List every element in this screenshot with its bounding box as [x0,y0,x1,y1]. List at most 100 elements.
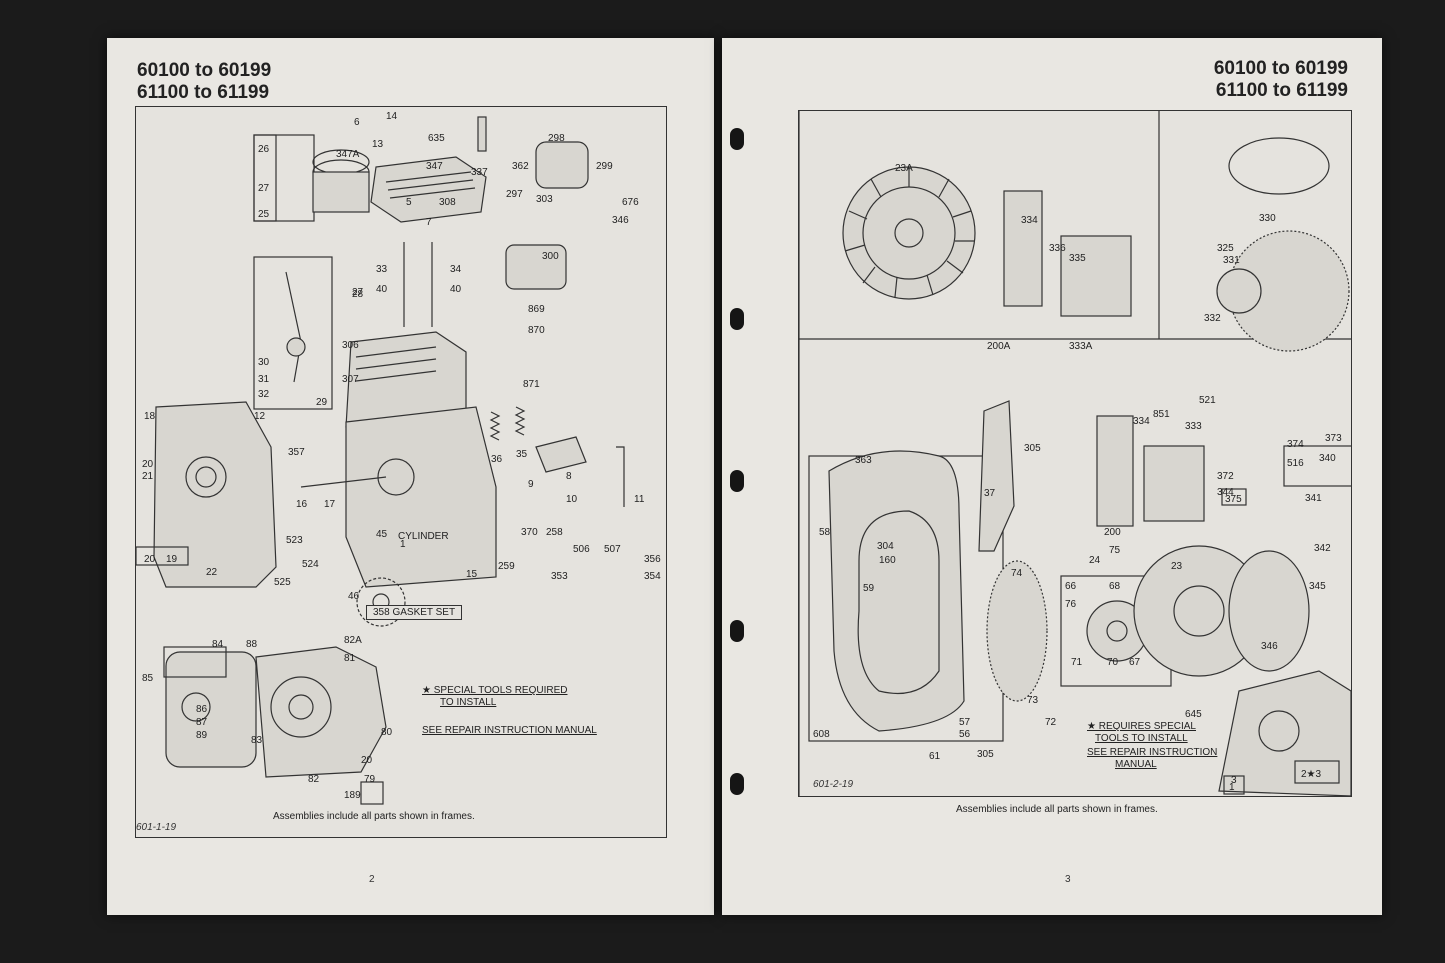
part-label: 73 [1027,695,1039,706]
part-label: 336 [1049,243,1066,254]
part-label: 298 [548,133,565,144]
part-label: 308 [439,197,456,208]
part-label: 27 [258,183,270,194]
part-label: 347 [426,161,443,172]
part-label: 342 [1314,543,1331,554]
part-label: 307 [342,374,359,385]
part-label: 200A [987,341,1011,352]
part-label: 305 [977,749,994,760]
part-label: 88 [246,639,258,650]
figure-caption: Assemblies include all parts shown in fr… [273,811,475,822]
part-label: 27 [352,287,364,298]
part-label-box: 871 [523,379,540,390]
engine-exploded-diagram: 26 27 25 6 347A 14 13 347 635 337 362 29… [135,111,661,805]
part-label: 506 [573,544,590,555]
page-number: 3 [1065,874,1071,885]
part-label: 89 [196,730,208,741]
part-label: 70 [1107,657,1119,668]
part-label: 14 [386,111,398,122]
gasket-set-label: 358 GASKET SET [366,605,463,620]
part-label: 61 [929,751,941,762]
part-label: 23A [895,163,913,174]
model-range-right: 60100 to 60199 61100 to 61199 [1214,58,1348,102]
part-label: 373 [1325,433,1342,444]
part-label: 362 [512,161,529,172]
exploded-view-frame-left: 26 27 25 6 347A 14 13 347 635 337 362 29… [135,106,667,838]
part-label: 81 [344,653,356,664]
part-label: 507 [604,544,621,555]
part-label: 35 [516,449,528,460]
part-label-box: 375 [1225,494,1242,505]
part-label: 297 [506,189,523,200]
special-tools-note: ★ REQUIRES SPECIAL TOOLS TO INSTALL [1087,721,1196,744]
part-label-box: 160 [879,555,896,566]
drawing-code: 601-1-19 [136,822,177,833]
part-label: 299 [596,161,613,172]
part-label: 346 [1261,641,1278,652]
figure-caption: Assemblies include all parts shown in fr… [956,804,1158,815]
part-label: 76 [1065,599,1077,610]
part-label: 7 [426,217,432,228]
part-label: 635 [428,133,445,144]
part-label: 30 [258,357,270,368]
model-range-line1: 60100 to 60199 [137,60,272,81]
part-label: 345 [1309,581,1326,592]
part-label: 87 [196,717,208,728]
part-label-box: 608 [813,729,830,740]
part-label: 82A [344,635,362,646]
part-label: 74 [1011,568,1023,579]
part-label: 334 [1133,416,1150,427]
part-label: 676 [622,197,639,208]
part-label: 80 [381,727,393,738]
part-label: 56 [959,729,971,740]
part-label: 9 [528,479,534,490]
part-label: 13 [372,139,384,150]
part-label: 330 [1259,213,1276,224]
part-label: 363 [855,455,872,466]
binder-hole [730,773,744,795]
part-label: 851 [1153,409,1170,420]
part-label: 20 [142,459,154,470]
part-label: 356 [644,554,661,565]
part-label: 337 [471,167,488,178]
part-label: 11 [634,494,645,505]
flywheel-blower-diagram: 23A 334 336 335 330 325 331 332 200A 333… [798,111,1353,797]
right-page: 60100 to 60199 61100 to 61199 [722,38,1382,915]
part-label: 10 [566,494,578,505]
part-label: 305 [1024,443,1041,454]
part-label: 6 [354,117,360,128]
page-number: 2 [369,874,375,885]
part-label-box: 645 [1185,709,1202,720]
part-label: 19 [166,554,178,565]
part-label: 29 [316,397,328,408]
part-label: 37 [984,488,996,499]
part-label: 344 [1217,487,1234,498]
part-label: 347A [336,149,360,160]
part-label: 341 [1305,493,1322,504]
part-label: 306 [342,340,359,351]
part-label-box: 523 [286,535,303,546]
part-label: 3 [1231,775,1237,786]
part-label: 332 [1204,313,1221,324]
part-label: 374 [1287,439,1304,450]
part-label: 331 [1223,255,1240,266]
exploded-view-frame-right: 23A 334 336 335 330 325 331 332 200A 333… [798,110,1353,797]
part-label: 524 [302,559,319,570]
part-label: 17 [324,499,336,510]
part-label: 18 [144,411,156,422]
part-label: 372 [1217,471,1234,482]
binder-hole [730,620,744,642]
part-label: 333A [1069,341,1093,352]
model-range-line1: 60100 to 60199 [1213,58,1348,79]
part-label: 516 [1287,458,1304,469]
part-label: 20 [361,755,373,766]
part-label: 304 [877,541,894,552]
part-label: 300 [542,251,559,262]
part-label: 521 [1199,395,1216,406]
part-label: 20 [144,554,156,565]
part-label: 71 [1071,657,1083,668]
part-label: 259 [498,561,515,572]
part-label: 303 [536,194,553,205]
part-label: 72 [1045,717,1057,728]
part-label: 82 [308,774,320,785]
